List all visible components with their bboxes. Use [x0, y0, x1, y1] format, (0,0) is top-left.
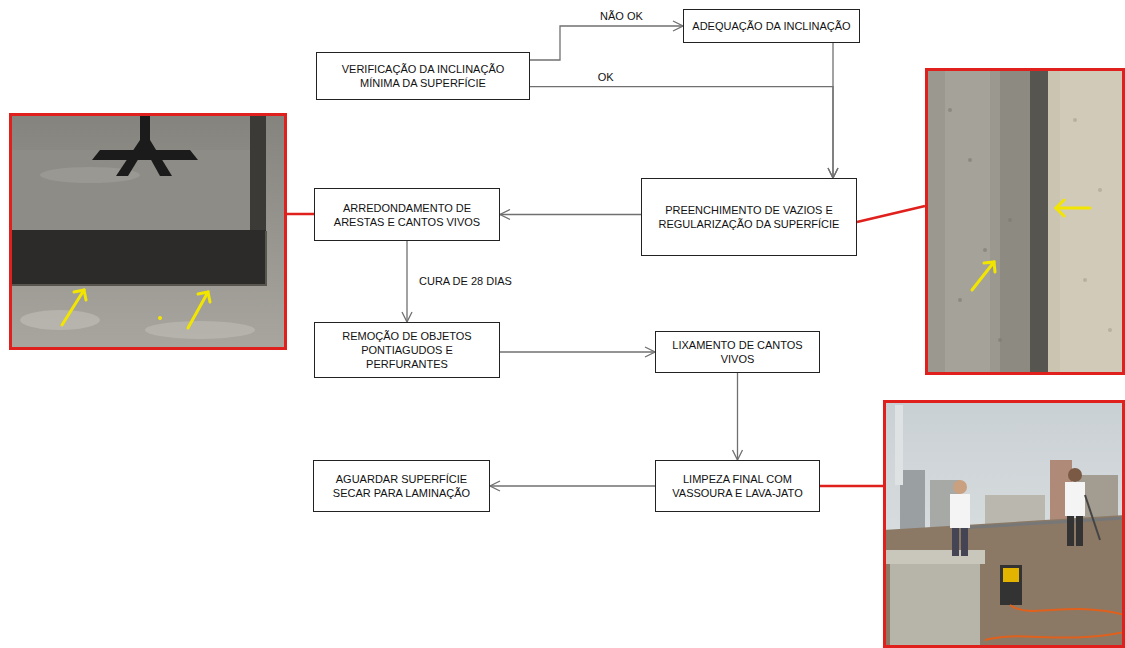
flow-arrow [490, 485, 655, 486]
box-text: LIXAMENTO DE CANTOS VIVOS [662, 338, 813, 366]
edge-label: CURA DE 28 DIAS [417, 275, 514, 288]
process-box: VERIFICAÇÃO DA INCLINAÇÃO MÍNIMA DA SUPE… [316, 52, 530, 100]
process-box: AGUARDAR SUPERFÍCIE SECAR PARA LAMINAÇÃO [313, 460, 490, 512]
photo-leader [857, 206, 925, 222]
box-text: ARREDONDAMENTO DE ARESTAS E CANTOS VIVOS [321, 201, 493, 229]
flow-arrow [737, 373, 738, 460]
process-box: ARREDONDAMENTO DE ARESTAS E CANTOS VIVOS [314, 188, 500, 241]
process-box: LIXAMENTO DE CANTOS VIVOS [655, 331, 820, 373]
edge-label: OK [596, 71, 616, 84]
photo-rounded-edge [9, 113, 287, 350]
process-box: LIMPEZA FINAL COM VASSOURA E LAVA-JATO [655, 460, 820, 512]
flow-arrow [500, 214, 641, 215]
box-text: LIMPEZA FINAL COM VASSOURA E LAVA-JATO [662, 472, 813, 500]
process-box: PREENCHIMENTO DE VAZIOS E REGULARIZAÇÃO … [641, 178, 857, 256]
photo-filled-voids [925, 68, 1125, 375]
process-box: ADEQUAÇÃO DA INCLINAÇÃO [683, 9, 860, 43]
process-box: REMOÇÃO DE OBJETOS PONTIAGUDOS E PERFURA… [314, 322, 500, 378]
photo-leader [820, 485, 883, 488]
box-text: ADEQUAÇÃO DA INCLINAÇÃO [692, 19, 850, 33]
flow-arrow [406, 241, 407, 322]
flow-arrow [530, 26, 683, 60]
flow-arrow [500, 351, 655, 352]
photo-leader [287, 213, 314, 216]
photo-final-cleaning [883, 400, 1125, 648]
edge-label: NÃO OK [598, 10, 645, 23]
flow-arrow [530, 87, 833, 178]
box-text: REMOÇÃO DE OBJETOS PONTIAGUDOS E PERFURA… [321, 329, 493, 371]
box-text: VERIFICAÇÃO DA INCLINAÇÃO MÍNIMA DA SUPE… [323, 62, 523, 90]
box-text: AGUARDAR SUPERFÍCIE SECAR PARA LAMINAÇÃO [320, 472, 483, 500]
box-text: PREENCHIMENTO DE VAZIOS E REGULARIZAÇÃO … [648, 203, 850, 231]
